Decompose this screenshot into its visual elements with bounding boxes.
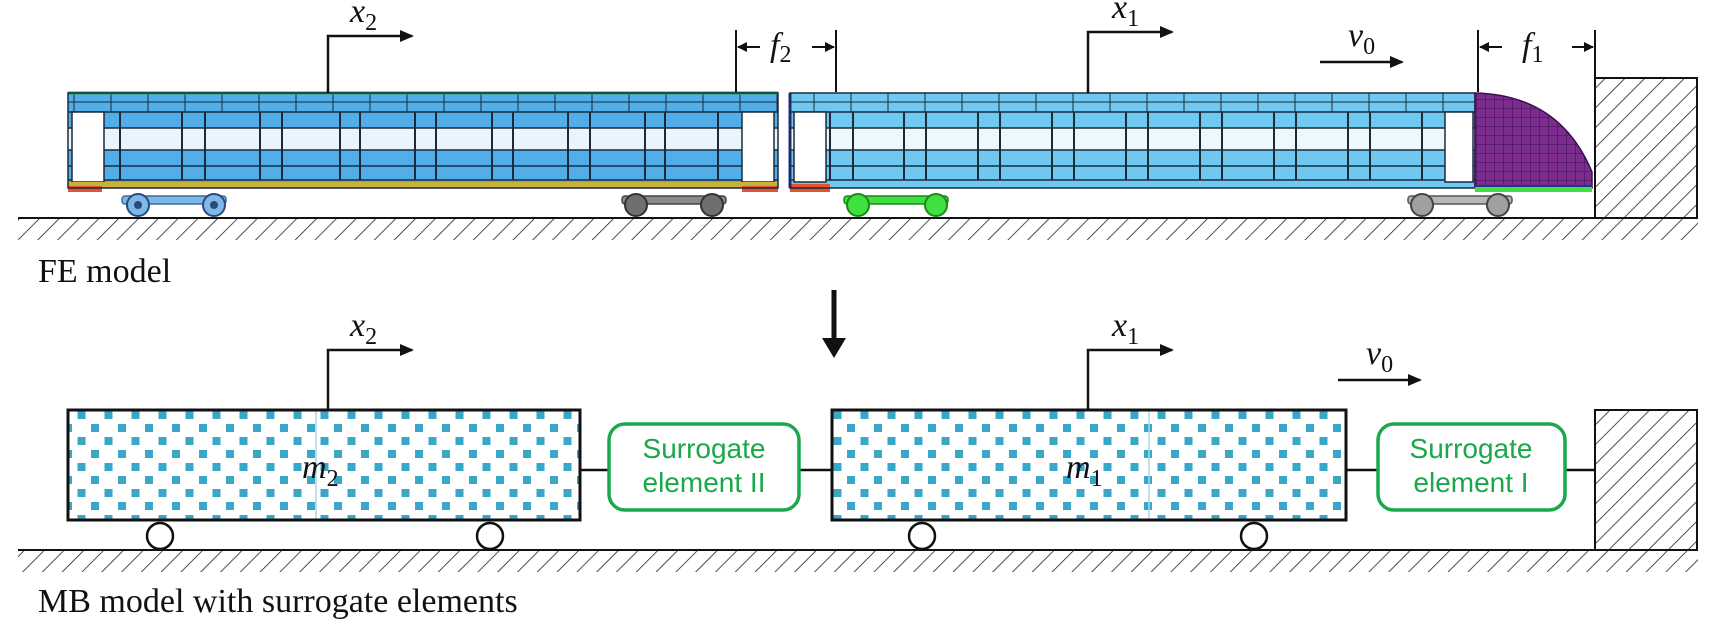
fe-bogie-gray-rear — [621, 193, 727, 217]
mb-model: m2 m1 Surrogate element — [18, 307, 1698, 620]
fe-bogie-blue — [121, 193, 227, 217]
fe-x1-arrow: x1 — [1086, 0, 1174, 93]
surrogate-element-ii: Surrogate element II — [607, 422, 801, 512]
fe-f2-dimension: f2 — [735, 27, 837, 92]
fe-v0-label: v0 — [1348, 17, 1375, 60]
mb-x2-label: x2 — [349, 307, 377, 350]
mb-wheels-m1 — [907, 521, 1269, 551]
reduction-arrow — [822, 290, 846, 358]
mb-x1-arrow: x1 — [1086, 307, 1174, 410]
surrogate-element-i: Surrogate element I — [1376, 422, 1567, 512]
fe-f1-dimension: f1 — [1477, 27, 1596, 92]
surrogate-ii-line1: Surrogate — [643, 433, 766, 464]
fe-f2-label: f2 — [770, 27, 791, 68]
fe-x1-label: x1 — [1111, 0, 1139, 32]
fe-x2-label: x2 — [349, 0, 377, 36]
fe-caption: FE model — [38, 253, 171, 290]
surrogate-ii-line2: element II — [643, 467, 766, 498]
fe-model: x2 x1 v0 f2 f1 FE model — [18, 0, 1698, 290]
mb-ground — [18, 549, 1698, 572]
fe-x2-arrow: x2 — [326, 0, 414, 93]
mb-mass-m1: m1 — [830, 408, 1348, 522]
mb-wall — [1594, 409, 1698, 551]
fe-bogie-gray-front — [1407, 193, 1513, 217]
fe-front-car — [788, 92, 1476, 192]
fe-bogie-green — [843, 193, 949, 217]
mb-caption: MB model with surrogate elements — [38, 583, 518, 620]
fe-wall — [1594, 77, 1698, 219]
mb-v0-arrow: v0 — [1338, 335, 1422, 386]
surrogate-i-line2: element I — [1413, 467, 1528, 498]
fe-v0-arrow: v0 — [1320, 17, 1404, 68]
mb-m2-label: m2 — [302, 449, 339, 492]
fe-rear-car — [67, 91, 779, 192]
surrogate-i-line1: Surrogate — [1410, 433, 1533, 464]
mb-v0-label: v0 — [1366, 335, 1393, 378]
fe-f1-label: f1 — [1522, 27, 1543, 68]
mb-x2-arrow: x2 — [326, 307, 414, 410]
mb-m1-label: m1 — [1066, 449, 1103, 492]
mb-x1-label: x1 — [1111, 307, 1139, 350]
fe-crash-nose — [1474, 92, 1593, 192]
mb-mass-m2: m2 — [66, 408, 582, 522]
fe-ground — [18, 217, 1698, 240]
mb-wheels-m2 — [145, 521, 505, 551]
